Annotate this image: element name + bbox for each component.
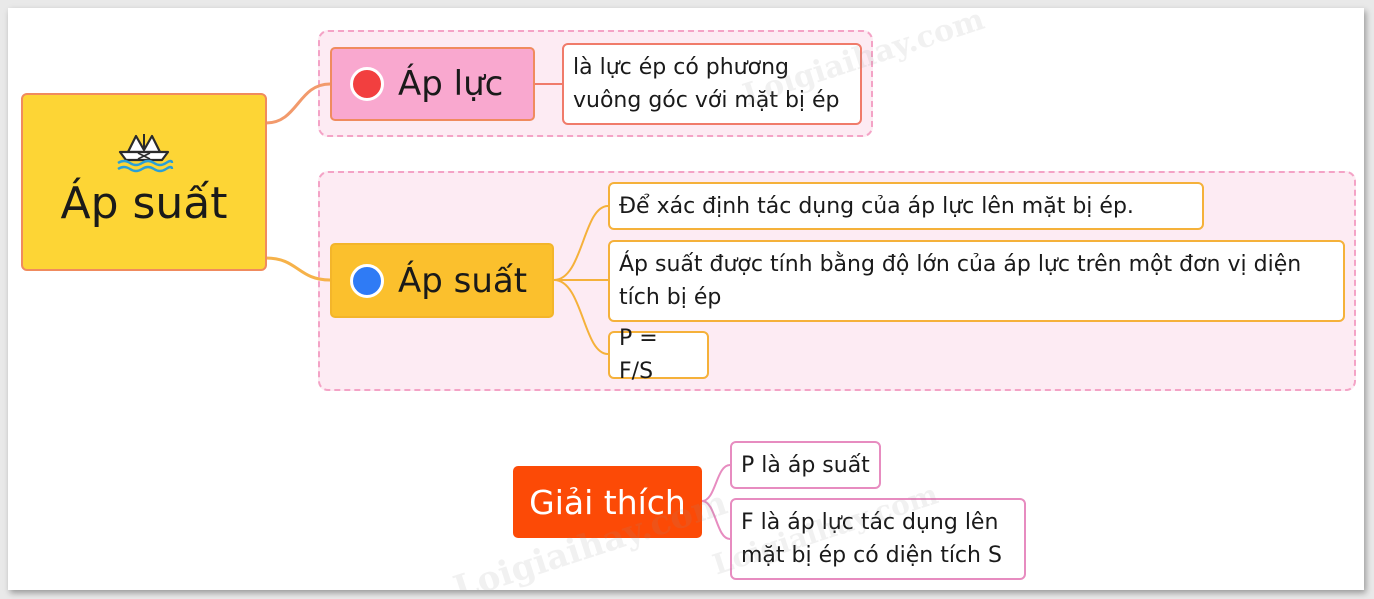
detail-giai-thich-p[interactable]: P là áp suất xyxy=(730,441,881,489)
detail-ap-suat-definition[interactable]: Áp suất được tính bằng độ lớn của áp lực… xyxy=(608,240,1345,322)
connector-root-ap-luc xyxy=(265,82,331,125)
branch-ap-suat-label: Áp suất xyxy=(398,260,528,301)
detail-ap-luc-definition[interactable]: là lực ép có phương vuông góc với mặt bị… xyxy=(562,43,862,125)
connector-giai-thich-detail-2 xyxy=(701,500,731,540)
root-topic[interactable]: Áp suất xyxy=(21,93,267,271)
connector-ap-suat-detail-3 xyxy=(553,279,609,355)
detail-ap-suat-formula[interactable]: P = F/S xyxy=(608,326,709,384)
branch-ap-luc[interactable]: Áp lực xyxy=(330,47,535,121)
detail-text: Áp suất được tính bằng độ lớn của áp lực… xyxy=(619,252,1302,310)
detail-ap-suat-purpose[interactable]: Để xác định tác dụng của áp lực lên mặt … xyxy=(608,182,1204,230)
detail-text: là lực ép có phương vuông góc với mặt bị… xyxy=(573,55,840,113)
connector-root-ap-suat xyxy=(265,256,331,282)
branch-ap-suat[interactable]: Áp suất xyxy=(330,243,554,318)
detail-text: F là áp lực tác dụng lên mặt bị ép có di… xyxy=(741,510,1002,568)
floating-topic-giai-thich[interactable]: Giải thích xyxy=(513,466,702,538)
paper-boat-icon xyxy=(117,133,174,172)
detail-text: P = F/S xyxy=(619,326,658,384)
detail-text: P là áp suất xyxy=(741,452,870,478)
root-title: Áp suất xyxy=(60,177,228,229)
floating-topic-label: Giải thích xyxy=(529,482,686,522)
blue-dot-icon xyxy=(350,263,384,298)
red-dot-icon xyxy=(350,67,384,101)
connector-lines xyxy=(265,82,731,540)
branch-ap-luc-label: Áp lực xyxy=(398,64,504,104)
mind-map-canvas: Áp suất Áp lực là lực ép có phương vuông… xyxy=(8,8,1364,590)
connector-ap-suat-detail-1 xyxy=(553,205,609,281)
detail-giai-thich-f[interactable]: F là áp lực tác dụng lên mặt bị ép có di… xyxy=(730,498,1026,580)
connector-giai-thich-detail-1 xyxy=(701,464,731,502)
detail-text: Để xác định tác dụng của áp lực lên mặt … xyxy=(619,193,1134,219)
